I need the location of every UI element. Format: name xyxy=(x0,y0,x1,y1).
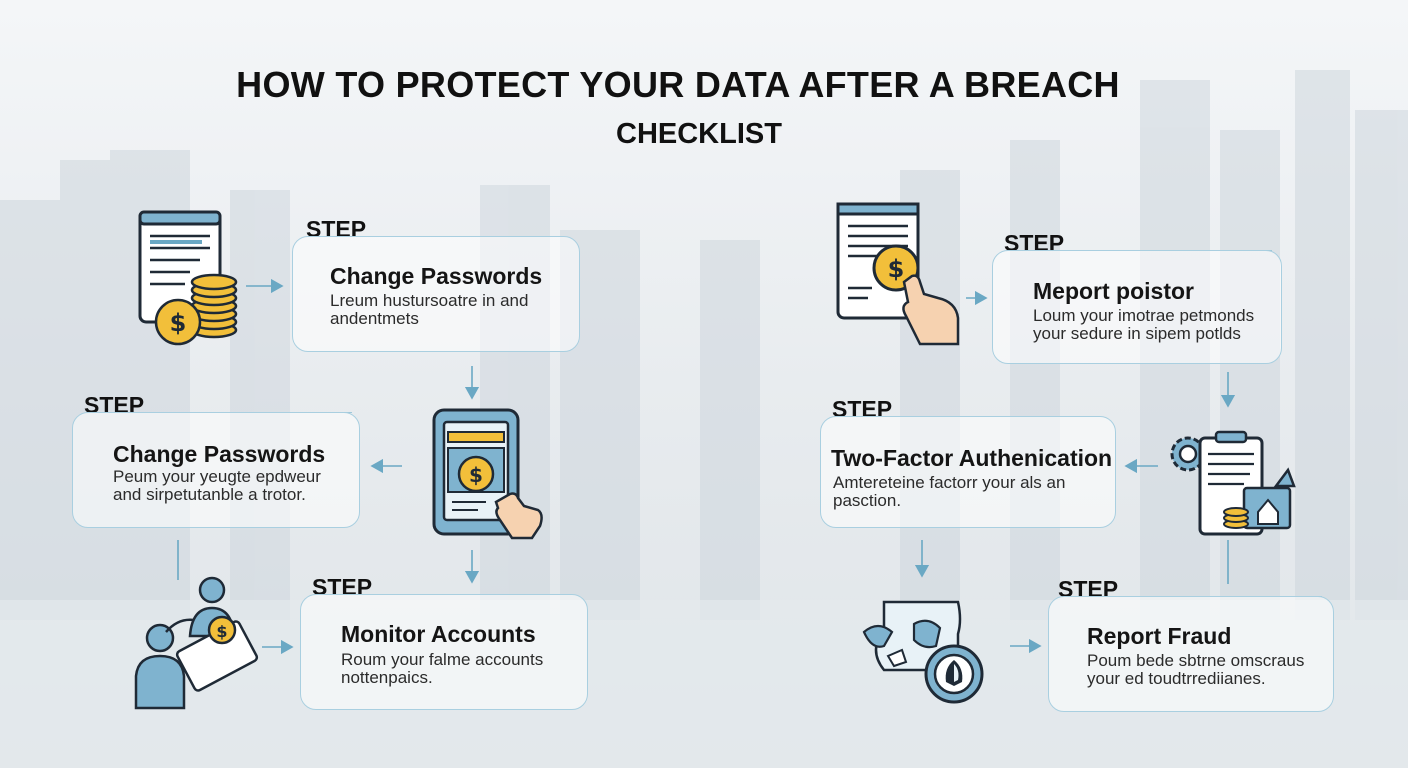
tablet-payment-icon: $ xyxy=(432,408,543,540)
step-card[interactable]: Change Passwords Peum your yeugte epdweu… xyxy=(72,412,360,528)
step-desc-line-2: nottenpaics. xyxy=(341,668,433,687)
page-subtitle: CHECKLIST xyxy=(616,118,782,150)
svg-text:$: $ xyxy=(216,622,227,641)
svg-text:$: $ xyxy=(888,255,905,283)
step-desc-line-2: andentmets xyxy=(330,309,419,328)
clipboard-coin-hand-icon: $ xyxy=(836,202,960,346)
step-desc-line-1: Loum your imotrae petmonds xyxy=(1033,306,1255,325)
step-desc-line-1: Peum your yeugte epdweur xyxy=(113,467,321,486)
step-desc-line-1: Roum your falme accounts xyxy=(341,650,544,669)
step-title: Report Fraud xyxy=(1087,623,1232,649)
step-title: Meport poistor xyxy=(1033,278,1194,304)
step-desc-line-2: and sirpetutanble a trotor. xyxy=(113,485,306,504)
step-card[interactable]: Monitor Accounts Roum your falme account… xyxy=(300,594,588,710)
map-shield-icon xyxy=(862,600,984,704)
step-title: Two-Factor Authenication xyxy=(831,445,1113,471)
user-card-icon: $ xyxy=(134,576,259,710)
step-title: Change Passwords xyxy=(113,441,326,467)
step-card[interactable]: Change Passwords Lreum hustursoatre in a… xyxy=(292,236,580,352)
step-card[interactable]: Report Fraud Poum bede sbtrne omscraus y… xyxy=(1048,596,1334,712)
step-card[interactable]: Two-Factor Authenication Amtereteine fac… xyxy=(820,416,1116,528)
clipboard-gear-icon xyxy=(1170,430,1296,536)
step-card[interactable]: Meport poistor Loum your imotrae petmond… xyxy=(992,250,1282,364)
step-title: Monitor Accounts xyxy=(341,621,536,647)
step-desc-line-1: Poum bede sbtrne omscraus xyxy=(1087,651,1305,670)
step-desc-line-2: pasction. xyxy=(833,491,902,510)
document-coins-icon: $ xyxy=(138,210,238,346)
step-desc-line-2: your sedure in sipem potlds xyxy=(1033,324,1241,343)
svg-text:$: $ xyxy=(469,463,483,487)
step-desc-line-2: your ed toudtrrediianes. xyxy=(1087,669,1266,688)
svg-text:$: $ xyxy=(170,309,187,337)
page-title: HOW TO PROTECT YOUR DATA AFTER A BREACH xyxy=(236,64,1120,105)
step-title: Change Passwords xyxy=(330,263,543,289)
step-desc-line-1: Amtereteine factorr your als an xyxy=(833,473,1066,492)
step-desc-line-1: Lreum hustursoatre in and xyxy=(330,291,529,310)
